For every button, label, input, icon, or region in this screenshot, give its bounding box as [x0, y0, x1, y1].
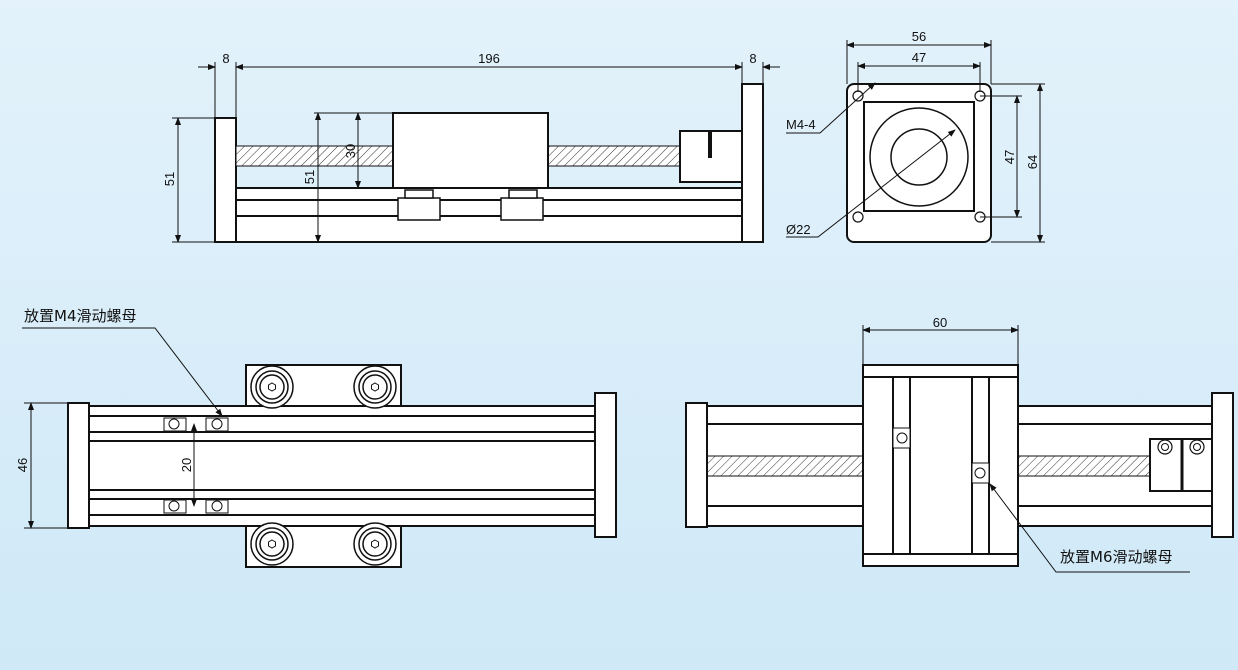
dim-height-left: 51 [162, 172, 177, 186]
dim-end-outer-height: 64 [1025, 155, 1040, 169]
dim-rail-height: 46 [15, 458, 30, 472]
dim-height-mid: 51 [302, 170, 317, 184]
end-view-dimensions [786, 40, 1045, 243]
lead-screw-left [706, 455, 864, 477]
end-plate-left [67, 402, 90, 529]
dim-length: 196 [478, 51, 500, 66]
mount-hole-tl [852, 90, 864, 102]
bore-inner-circle [890, 128, 948, 186]
bottom-right-dimensions [862, 325, 1190, 573]
dim-end-inner-height: 47 [1002, 150, 1017, 164]
right-end-plate [741, 83, 764, 243]
end-plate-left [685, 402, 708, 528]
carriage-top-plate [862, 364, 1019, 567]
dim-right-plate: 8 [749, 51, 756, 66]
label-mount-holes: M4-4 [786, 117, 816, 132]
label-bore-diameter: Ø22 [786, 222, 811, 237]
top-side-view [214, 83, 764, 243]
roller-left [397, 197, 441, 221]
dim-end-inner-width: 47 [912, 50, 926, 65]
carriage-block [392, 112, 549, 189]
top-side-dimensions [172, 62, 780, 243]
dim-slot-spacing: 20 [179, 458, 194, 472]
dim-left-plate: 8 [222, 51, 229, 66]
dim-carriage-width: 60 [933, 315, 947, 330]
callout-m6-nut: 放置M6滑动螺母 [1060, 548, 1173, 566]
lead-screw-left [235, 145, 394, 167]
left-end-plate [214, 117, 237, 243]
end-view [846, 83, 992, 243]
bottom-left-dimensions [22, 327, 223, 529]
callout-m4-nut: 放置M4滑动螺母 [24, 307, 137, 325]
bottom-left-view [67, 364, 617, 568]
dim-end-outer-width: 56 [912, 29, 926, 44]
dim-block: 30 [343, 144, 358, 158]
end-plate-right [1211, 392, 1234, 538]
roller-right [500, 197, 544, 221]
mount-hole-bl [852, 211, 864, 223]
lead-screw-right [1017, 455, 1151, 477]
bottom-right-view [685, 364, 1234, 567]
end-plate-right [594, 392, 617, 538]
lead-screw-right [547, 145, 681, 167]
